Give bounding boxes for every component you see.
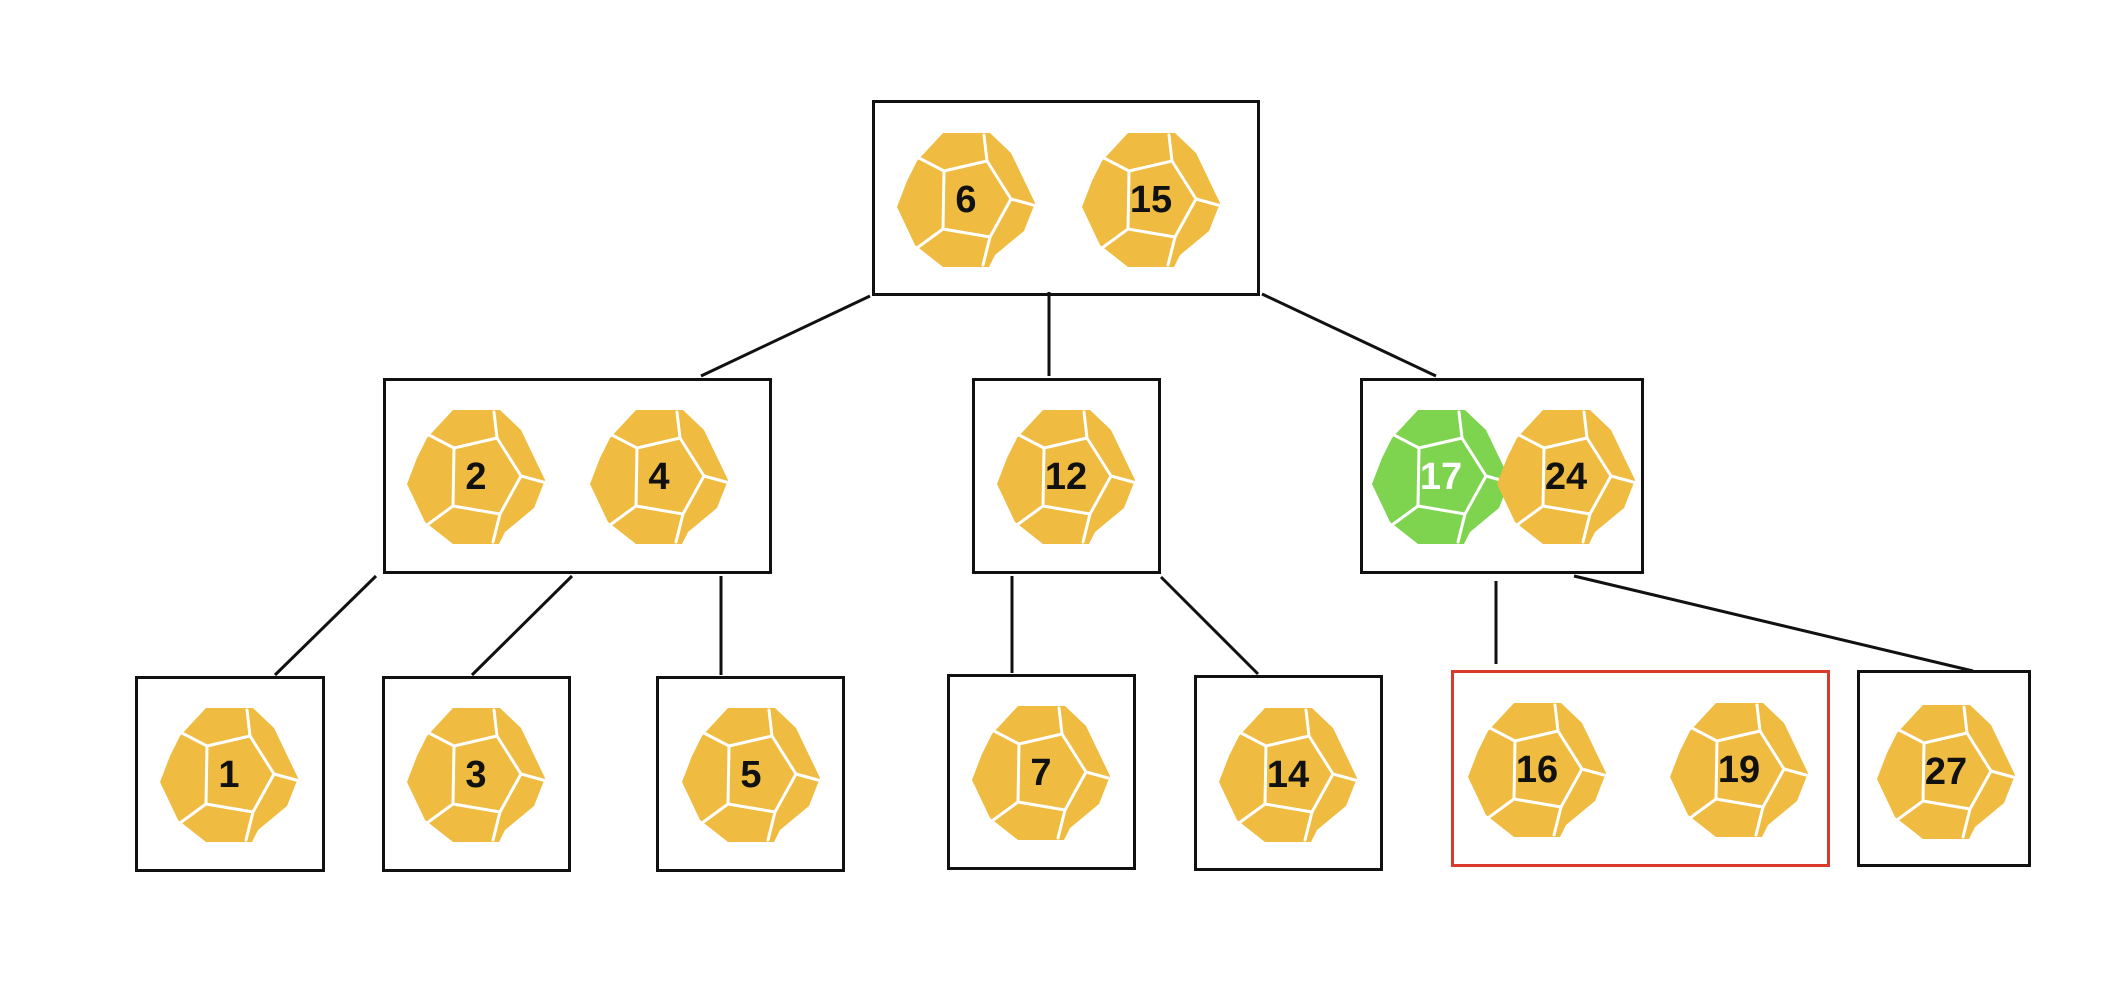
key-label: 7 [1030,751,1052,794]
dodecahedron-icon [897,133,1035,267]
tree-node-n-1 [135,676,325,872]
dodecahedron-icon [407,410,545,544]
key-label: 1 [218,753,240,796]
edge-root-to-n-17-24 [1261,292,1437,378]
dodecahedron-icon [1877,705,2015,839]
key-label: 17 [1419,455,1463,498]
key-label: 2 [465,455,487,498]
key-label: 5 [740,753,762,796]
key-label: 4 [648,455,670,498]
key-12: 12 [997,410,1135,544]
key-15: 15 [1082,133,1220,267]
dodecahedron-icon [1219,708,1357,842]
tree-node-n-14 [1194,675,1383,871]
dodecahedron-icon [1670,703,1808,837]
key-label: 3 [465,753,487,796]
dodecahedron-icon [1082,133,1220,267]
dodecahedron-icon [590,410,728,544]
key-label: 6 [955,178,977,221]
edge-n-2-4-to-n-1 [273,574,378,677]
tree-node-n-5 [656,676,845,872]
tree-node-n-7 [947,674,1136,870]
tree-node-n-2-4 [383,378,772,574]
key-label: 24 [1544,455,1588,498]
key-1: 1 [160,708,298,842]
tree-node-n-16-19 [1451,670,1830,867]
key-19: 19 [1670,703,1808,837]
key-5: 5 [682,708,820,842]
edge-n-12-to-n-14 [1159,575,1260,676]
dodecahedron-icon [407,708,545,842]
key-label: 27 [1924,750,1968,793]
key-2: 2 [407,410,545,544]
key-label: 19 [1717,748,1761,791]
edge-root-to-n-2-4 [700,294,871,378]
key-4: 4 [590,410,728,544]
dodecahedron-icon [682,708,820,842]
tree-node-n-12 [972,378,1161,574]
key-24: 24 [1497,410,1635,544]
dodecahedron-icon [997,410,1135,544]
tree-node-n-3 [382,676,571,872]
dodecahedron-icon [972,706,1110,840]
tree-node-n-27 [1857,670,2031,867]
edge-n-2-4-to-n-3 [470,574,574,677]
key-3: 3 [407,708,545,842]
key-label: 14 [1266,753,1310,796]
key-7: 7 [972,706,1110,840]
tree-node-root [872,100,1260,296]
key-17: 17 [1372,410,1510,544]
key-label: 15 [1129,178,1173,221]
key-16: 16 [1468,703,1606,837]
key-label: 12 [1044,455,1088,498]
key-27: 27 [1877,705,2015,839]
key-6: 6 [897,133,1035,267]
tree-node-n-17-24 [1360,378,1644,574]
dodecahedron-icon [1468,703,1606,837]
dodecahedron-icon [1497,410,1635,544]
key-label: 16 [1515,748,1559,791]
key-14: 14 [1219,708,1357,842]
dodecahedron-icon [160,708,298,842]
edge-n-17-24-to-n-27 [1573,574,1974,673]
